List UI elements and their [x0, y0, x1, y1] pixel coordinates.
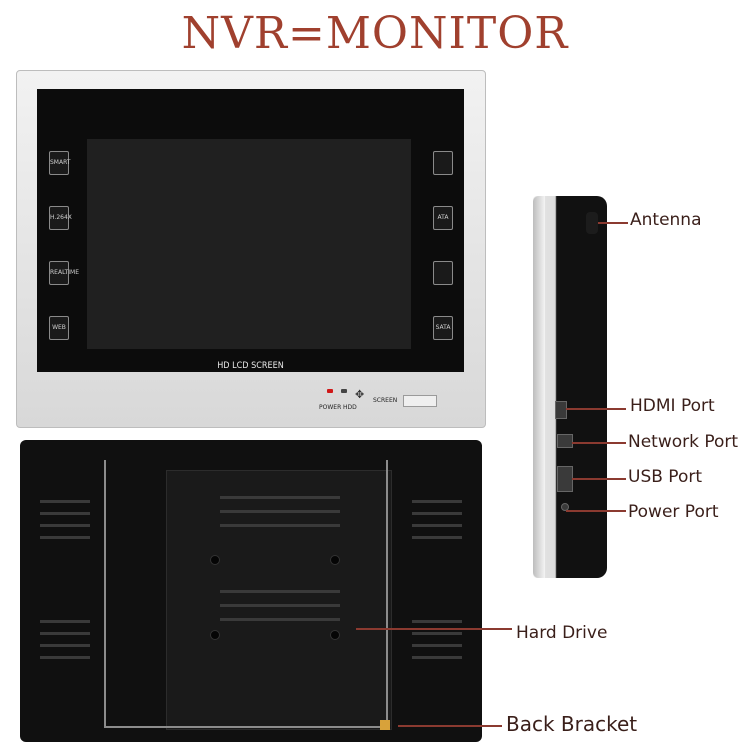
screen-button-label: SCREEN — [373, 397, 398, 404]
power-indicator-label: POWER — [319, 404, 342, 411]
page-title: NVR=MONITOR — [181, 8, 569, 59]
hdd-indicator-label: HDD — [343, 404, 357, 411]
hard-drive-leader — [356, 628, 512, 630]
hdd-led — [341, 389, 347, 393]
hard-drive-plate — [166, 470, 392, 730]
back-bracket-leader — [398, 725, 502, 727]
ata-icon: ATA — [433, 206, 453, 230]
antenna-leader — [598, 222, 628, 224]
realtime-icon: REALTIME — [49, 261, 79, 285]
h264-icon: H.264X — [49, 206, 72, 230]
power-port — [561, 503, 569, 511]
power-led — [327, 389, 333, 393]
network-port-label: Network Port — [628, 432, 739, 452]
monitor-side — [533, 196, 607, 578]
power-port-label: Power Port — [628, 502, 719, 522]
lcd-screen — [87, 139, 411, 349]
joystick-icon[interactable]: ✥ — [355, 388, 365, 401]
power-leader — [566, 510, 626, 512]
back-bracket-label: Back Bracket — [506, 712, 638, 736]
usb-port-label: USB Port — [628, 467, 703, 487]
side-edge — [533, 196, 545, 578]
monitor-front: SMART H.264X REALTIME WEB ATA SATA HD LC… — [16, 70, 486, 428]
phone-icon — [433, 151, 453, 175]
sata-icon: SATA — [433, 316, 453, 340]
screen-button[interactable] — [403, 395, 437, 407]
screen-label: HD LCD SCREEN — [217, 361, 284, 371]
bracket-left-rod — [104, 460, 106, 728]
usb-leader — [572, 478, 626, 480]
hdmi-leader — [566, 408, 626, 410]
monitor-back — [20, 440, 482, 742]
monitor-bezel: SMART H.264X REALTIME WEB ATA SATA HD LC… — [37, 89, 464, 372]
bracket-bottom-rod — [104, 726, 388, 728]
bracket-right-rod — [386, 460, 388, 728]
bracket-clip — [380, 720, 390, 730]
antenna-connector — [586, 212, 598, 234]
antenna-label: Antenna — [630, 210, 702, 230]
web-icon: WEB — [49, 316, 69, 340]
hard-drive-label: Hard Drive — [516, 623, 608, 643]
smart-icon: SMART — [49, 151, 71, 175]
hdmi-port — [555, 401, 567, 419]
camera-icon — [433, 261, 453, 285]
network-port — [557, 434, 573, 448]
network-leader — [572, 442, 626, 444]
usb-port — [557, 466, 573, 492]
hdmi-port-label: HDMI Port — [630, 396, 715, 416]
